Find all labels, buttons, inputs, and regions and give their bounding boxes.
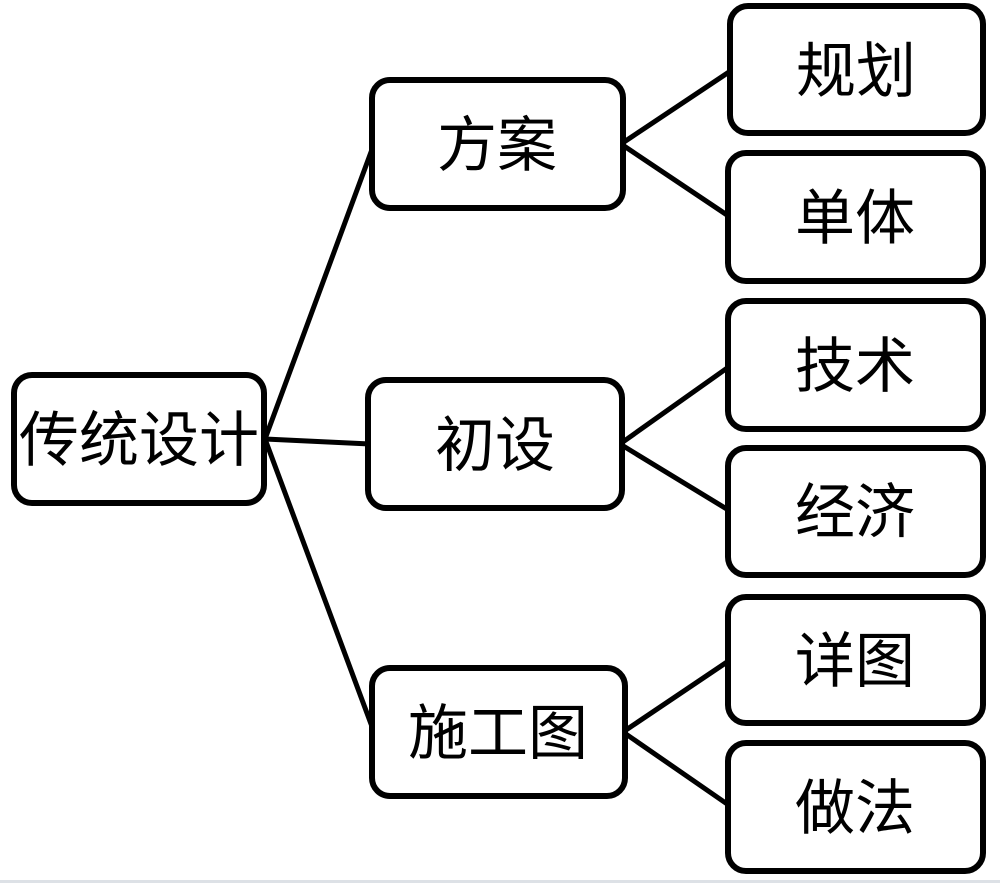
node-economic-label: 经济 <box>795 480 915 546</box>
node-preliminary-design: 初设 <box>365 377 625 511</box>
bottom-edge-divider <box>0 880 1000 883</box>
node-planning-label: 规划 <box>796 39 916 105</box>
connector-root-preliminary <box>262 436 373 447</box>
node-planning: 规划 <box>727 3 986 136</box>
connector-construction-method <box>620 729 733 809</box>
node-scheme-label: 方案 <box>437 113 557 179</box>
node-scheme: 方案 <box>369 77 626 211</box>
node-traditional-design-box <box>11 372 267 506</box>
connector-construction-detail-drawing <box>620 657 733 735</box>
node-preliminary-design-label: 初设 <box>435 413 555 479</box>
node-single-building-label: 单体 <box>795 186 915 252</box>
node-technical-label: 技术 <box>795 334 915 400</box>
connector-preliminary-economic <box>617 441 733 514</box>
node-single-building-box <box>725 150 986 284</box>
node-planning-box <box>727 3 986 136</box>
node-preliminary-design-box <box>365 377 625 511</box>
node-traditional-design: 传统设计 <box>11 372 267 506</box>
node-detail-drawing: 详图 <box>725 594 986 726</box>
connector-lines <box>262 67 735 809</box>
node-construction-drawing: 施工图 <box>369 665 628 799</box>
connector-scheme-single-building <box>618 141 733 220</box>
node-detail-drawing-label: 详图 <box>795 629 915 695</box>
connector-scheme-planning <box>618 67 735 147</box>
node-construction-method-box <box>725 740 986 874</box>
connector-root-scheme <box>262 141 377 442</box>
node-traditional-design-label: 传统设计 <box>19 408 259 474</box>
node-single-building: 单体 <box>725 150 986 284</box>
node-technical-box <box>725 298 986 432</box>
node-construction-drawing-box <box>369 665 628 799</box>
node-technical: 技术 <box>725 298 986 432</box>
node-economic-box <box>725 445 986 578</box>
connector-root-construction <box>262 436 377 735</box>
node-construction-drawing-label: 施工图 <box>408 701 588 767</box>
node-economic: 经济 <box>725 445 986 578</box>
node-detail-drawing-box <box>725 594 986 726</box>
node-scheme-box <box>369 77 626 211</box>
node-construction-method-label: 做法 <box>795 776 915 842</box>
connector-preliminary-technical <box>617 363 733 447</box>
node-construction-method: 做法 <box>725 740 986 874</box>
